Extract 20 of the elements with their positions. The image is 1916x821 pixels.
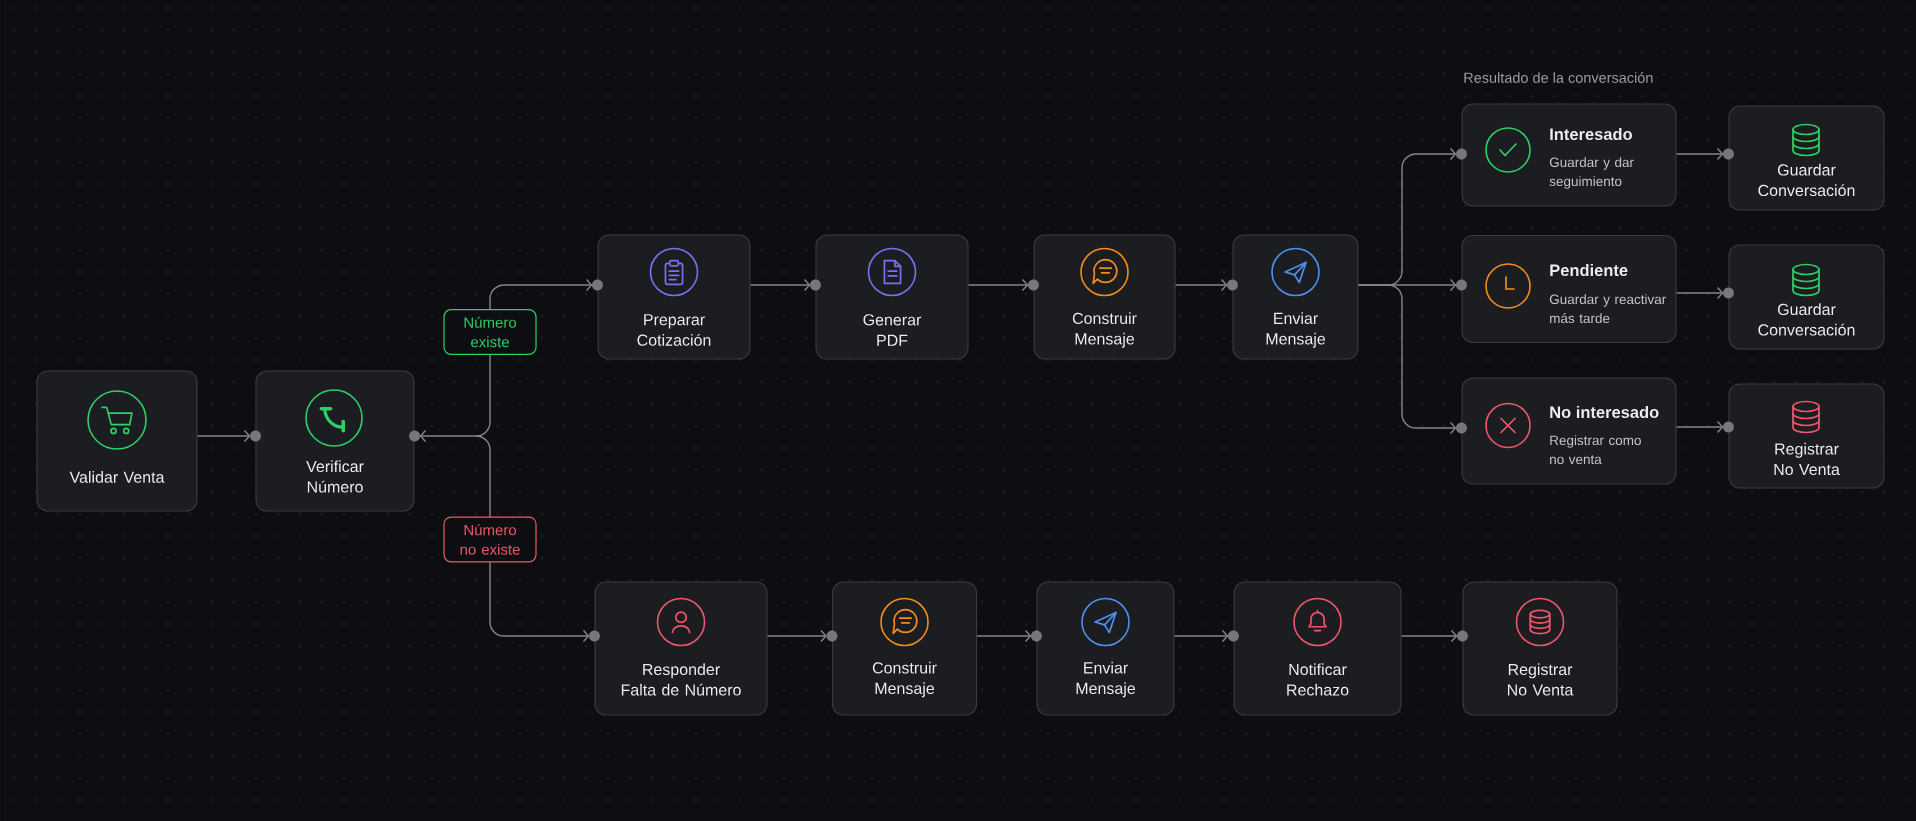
process-box: No interesado Registrar como no venta (1461, 377, 1677, 485)
process-box: Construir Mensaje (831, 581, 978, 716)
process-box: Enviar Mensaje (1232, 234, 1359, 360)
process-box: Enviar Mensaje (1036, 581, 1175, 716)
process-box: Interesado Guardar y dar seguimiento (1461, 103, 1677, 207)
process-box: Notificar Rechazo (1233, 581, 1402, 716)
edge-label: Número no existe (443, 516, 537, 563)
process-box: Verificar Número (255, 370, 415, 512)
process-box: Validar Venta (36, 370, 198, 512)
process-box: Construir Mensaje (1033, 234, 1176, 360)
process-box: Generar PDF (815, 234, 969, 360)
process-box: Guardar Conversación (1728, 244, 1885, 350)
group-heading: Resultado de la conversación (1464, 72, 1653, 83)
edge-label: Número existe (443, 309, 537, 355)
process-box: Preparar Cotización (597, 234, 751, 360)
process-box: Guardar Conversación (1728, 105, 1885, 211)
process-box: Registrar No Venta (1728, 383, 1885, 489)
process-box: Registrar No Venta (1462, 581, 1618, 716)
process-box: Pendiente Guardar y reactivar más tarde (1461, 234, 1677, 344)
process-box: Responder Falta de Número (594, 581, 768, 716)
